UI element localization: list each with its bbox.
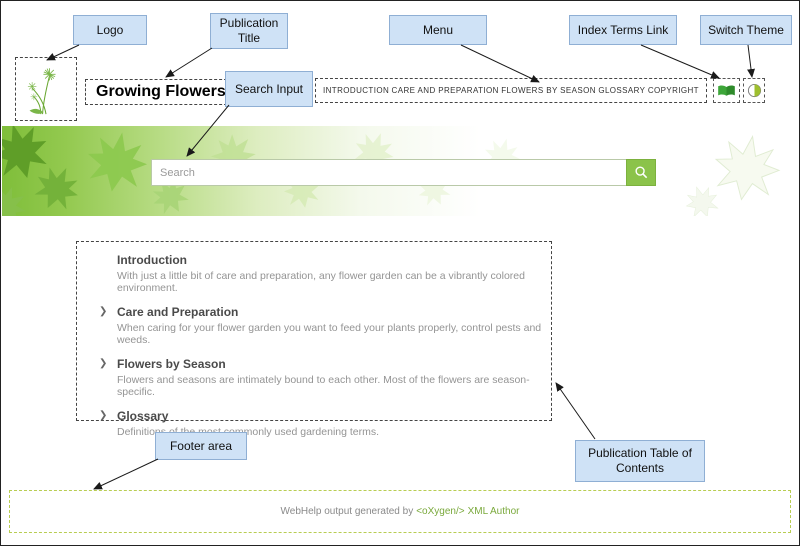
- menu-item-copyright[interactable]: COPYRIGHT: [647, 86, 699, 95]
- toc-link-flowers-by-season[interactable]: Flowers by Season: [117, 357, 226, 371]
- chevron-right-icon[interactable]: ❯: [99, 358, 108, 369]
- toc-link-care-and-preparation[interactable]: Care and Preparation: [117, 305, 239, 319]
- arrow-publication-title: [165, 47, 213, 78]
- arrow-publication-toc: [555, 382, 596, 440]
- footer-product-name: XML Author: [467, 506, 520, 517]
- publication-toc: Introduction With just a little bit of c…: [76, 241, 552, 438]
- chevron-right-icon[interactable]: ❯: [99, 306, 108, 317]
- menu-item-flowers-by-season[interactable]: FLOWERS BY SEASON: [501, 86, 596, 95]
- search-button[interactable]: [626, 159, 656, 186]
- annotation-logo: Logo: [73, 15, 147, 45]
- logo-image: [27, 68, 56, 115]
- main-menu: INTRODUCTION CARE AND PREPARATION FLOWER…: [315, 78, 707, 103]
- theme-contrast-icon: [747, 83, 761, 98]
- search-input[interactable]: [151, 159, 626, 186]
- annotation-index-terms-link: Index Terms Link: [569, 15, 677, 45]
- logo[interactable]: [15, 57, 77, 121]
- annotation-menu: Menu: [389, 15, 487, 45]
- menu-item-introduction[interactable]: INTRODUCTION: [323, 86, 390, 95]
- footer-text: WebHelp output generated by: [280, 506, 414, 517]
- chevron-right-icon[interactable]: ❯: [99, 410, 108, 421]
- arrow-menu: [460, 44, 540, 83]
- menu-item-care-and-preparation[interactable]: CARE AND PREPARATION: [391, 86, 499, 95]
- menu-item-glossary[interactable]: GLOSSARY: [598, 86, 646, 95]
- annotation-search-input: Search Input: [225, 71, 313, 107]
- open-book-icon: [718, 84, 735, 96]
- search-bar: [151, 159, 656, 186]
- annotation-switch-theme: Switch Theme: [700, 15, 792, 45]
- chevron-spacer: [99, 253, 117, 294]
- footer: WebHelp output generated by <oXygen/> XM…: [9, 490, 791, 533]
- index-terms-link[interactable]: [713, 78, 740, 103]
- annotation-publication-toc: Publication Table of Contents: [575, 440, 705, 482]
- annotation-publication-title: Publication Title: [210, 13, 288, 49]
- annotation-footer-area: Footer area: [155, 432, 247, 460]
- toc-description: Flowers and seasons are intimately bound…: [117, 374, 530, 398]
- toc-item: Introduction With just a little bit of c…: [99, 253, 551, 294]
- toc-link-introduction[interactable]: Introduction: [117, 253, 187, 267]
- arrow-footer-area: [93, 458, 159, 490]
- publication-title[interactable]: Growing Flowers: [85, 79, 237, 105]
- toc-description: With just a little bit of care and prepa…: [117, 270, 525, 294]
- switch-theme-button[interactable]: [743, 78, 765, 103]
- oxygen-link[interactable]: <oXygen/>: [416, 506, 465, 517]
- toc-description: When caring for your flower garden you w…: [117, 322, 542, 346]
- search-icon: [634, 166, 647, 179]
- toc-item: ❯ Care and Preparation When caring for y…: [99, 305, 551, 346]
- arrow-index-terms: [640, 44, 720, 79]
- toc-link-glossary[interactable]: Glossary: [117, 409, 169, 423]
- arrow-switch-theme: [747, 44, 755, 78]
- toc-item: ❯ Flowers by Season Flowers and seasons …: [99, 357, 551, 398]
